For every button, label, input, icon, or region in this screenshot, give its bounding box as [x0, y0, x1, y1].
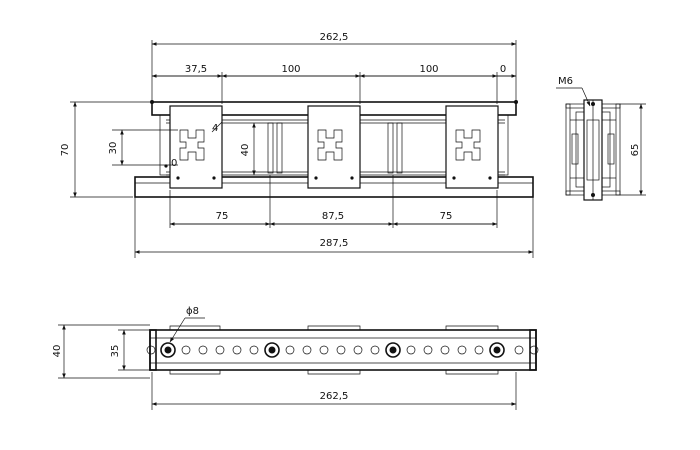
hole-row: [146, 345, 539, 355]
dim-height-mid: 40: [240, 144, 251, 157]
dim-seg-3: 100: [419, 64, 438, 75]
dim-top-overall: 262,5: [320, 32, 349, 43]
clamp-block-middle: [307, 105, 361, 189]
front-view: 262,5 37,5 100 100 0 75 87,5 75 287,5 70…: [60, 32, 534, 258]
dim-height-total: 70: [60, 144, 71, 157]
dim-side-height: 65: [630, 144, 641, 157]
label-hole-diameter: ϕ8: [186, 306, 199, 317]
dim-bottom-overall: 287,5: [320, 238, 349, 249]
clamp-block-right: [445, 105, 499, 189]
top-view: ϕ8 40 35 262,5: [52, 306, 539, 410]
bolt-heads: [160, 342, 505, 358]
side-view: M6 65: [556, 76, 646, 201]
dim-seg-2: 100: [281, 64, 300, 75]
dim-small-zero: 0: [171, 158, 177, 169]
clamp-block-left: [169, 105, 223, 189]
label-thread: M6: [558, 76, 573, 87]
dim-top-height-inner: 35: [110, 345, 121, 358]
dim-bot-seg-3: 75: [440, 211, 453, 222]
dim-top-height-outer: 40: [52, 345, 63, 358]
dim-height-block: 30: [108, 142, 119, 155]
dim-small-four: 4: [212, 123, 218, 134]
dim-top-length: 262,5: [320, 391, 349, 402]
dim-seg-1: 37,5: [185, 64, 207, 75]
dim-bot-seg-2: 87,5: [322, 211, 344, 222]
dim-bot-seg-1: 75: [216, 211, 229, 222]
dim-seg-4: 0: [500, 64, 506, 75]
